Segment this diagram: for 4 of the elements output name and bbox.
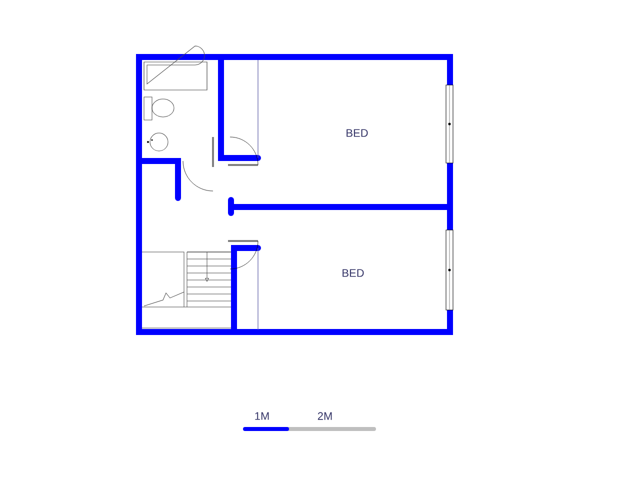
scale-label: 2M	[318, 412, 332, 420]
room-label: BED	[342, 269, 364, 277]
room-label: BED	[346, 129, 368, 137]
scale-label: 1M	[255, 412, 269, 420]
